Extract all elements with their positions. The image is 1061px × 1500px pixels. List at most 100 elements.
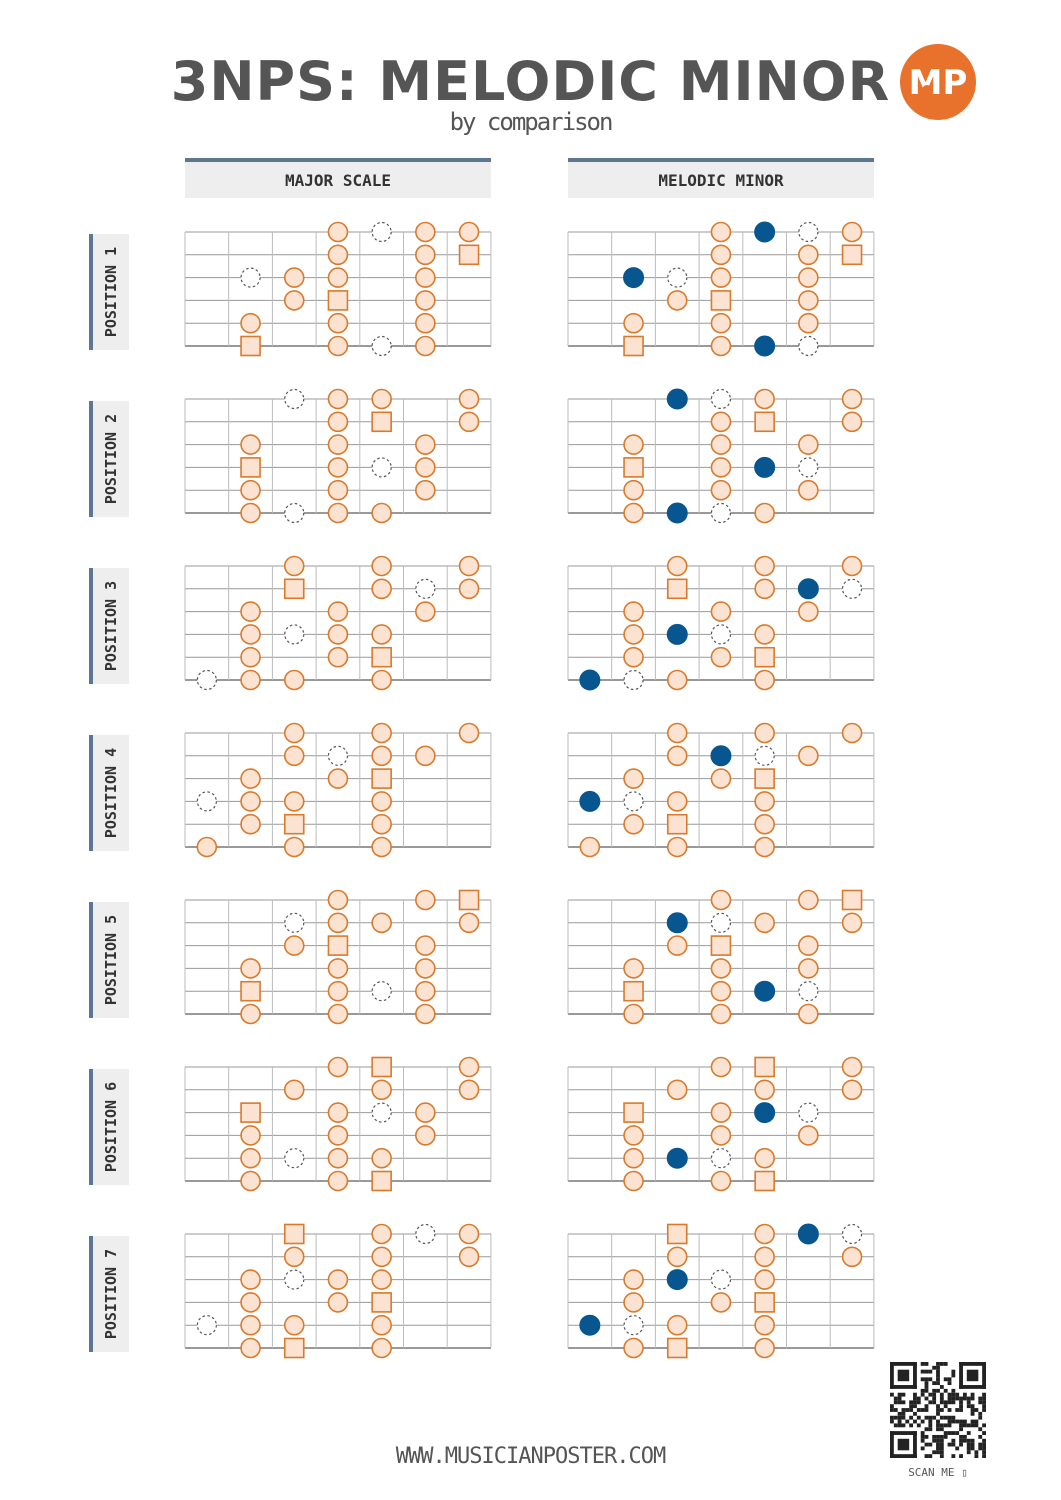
scale-note-marker: [327, 335, 349, 357]
omitted-note-marker: [196, 1315, 217, 1336]
scale-note-marker: [458, 912, 480, 934]
scale-note-marker: [754, 791, 775, 812]
scale-note-marker: [798, 1125, 819, 1146]
website-url[interactable]: WWW.MUSICIANPOSTER.COM: [395, 1444, 666, 1469]
scale-note-marker: [240, 1292, 261, 1313]
scale-note-marker: [327, 312, 349, 334]
guitar-icon: MP: [909, 63, 968, 103]
scale-note-marker: [240, 479, 261, 501]
logo-text: MP: [909, 63, 968, 103]
scale-note-marker: [371, 1079, 392, 1101]
scale-note-marker: [240, 624, 261, 645]
position-label: POSITION 2: [89, 401, 129, 517]
omitted-note-marker: [798, 457, 819, 478]
scale-note-marker: [415, 457, 436, 478]
scale-note-marker: [710, 434, 732, 455]
omitted-note-marker: [415, 1223, 436, 1245]
scale-note-marker: [240, 1125, 261, 1146]
scale-note-marker: [327, 768, 349, 789]
position-label: POSITION 6: [89, 1069, 129, 1185]
scale-note-marker: [283, 290, 305, 311]
scale-note-marker: [327, 434, 349, 455]
omitted-note-marker: [371, 1102, 392, 1123]
position-label-text: POSITION 5: [102, 914, 120, 1006]
scale-note-marker: [710, 1102, 732, 1123]
scale-note-marker: [283, 555, 305, 577]
scale-note-marker: [327, 1003, 349, 1025]
scale-note-marker: [371, 745, 392, 767]
scale-note-marker: [623, 1337, 644, 1359]
omitted-note-marker: [623, 669, 644, 691]
root-note-marker: [666, 813, 688, 835]
scale-note-marker: [666, 935, 688, 956]
altered-note-marker: [666, 388, 688, 410]
omitted-note-marker: [710, 502, 732, 524]
scale-note-marker: [458, 1246, 480, 1268]
scale-note-marker: [327, 479, 349, 501]
root-note-marker: [754, 1056, 775, 1078]
altered-note-marker: [666, 502, 688, 524]
scale-note-marker: [710, 980, 732, 1002]
scale-note-marker: [754, 578, 775, 600]
fretboard-major-scale: [184, 221, 492, 357]
scale-note-marker: [841, 1079, 863, 1101]
omitted-note-marker: [710, 624, 732, 645]
position-label: POSITION 3: [89, 568, 129, 684]
scale-note-marker: [666, 745, 688, 767]
scale-note-marker: [754, 555, 775, 577]
fretboard-melodic-minor: [567, 1056, 875, 1192]
scale-note-marker: [371, 578, 392, 600]
scale-note-marker: [623, 502, 644, 524]
root-note-marker: [623, 457, 644, 478]
scale-note-marker: [710, 411, 732, 433]
fretboard-melodic-minor: [567, 221, 875, 357]
scale-note-marker: [283, 1246, 305, 1268]
scale-note-marker: [798, 434, 819, 455]
scale-note-marker: [240, 1147, 261, 1169]
omitted-note-marker: [415, 578, 436, 599]
fretboard-melodic-minor: [567, 555, 875, 691]
scale-note-marker: [623, 768, 644, 789]
musicianposter-logo[interactable]: MP: [900, 44, 976, 120]
root-note-marker: [458, 244, 480, 266]
altered-note-marker: [754, 1102, 776, 1124]
root-note-marker: [623, 335, 644, 357]
scale-note-marker: [240, 601, 261, 622]
root-note-marker: [841, 244, 863, 266]
omitted-note-marker: [196, 791, 217, 812]
scale-note-marker: [458, 1223, 480, 1245]
scale-note-marker: [666, 1079, 688, 1101]
scale-note-marker: [623, 312, 644, 334]
root-note-marker: [458, 889, 480, 911]
scale-note-marker: [240, 1269, 261, 1290]
scale-note-marker: [415, 267, 436, 288]
altered-note-marker: [623, 267, 645, 289]
scale-note-marker: [415, 244, 436, 266]
scale-note-marker: [415, 601, 436, 622]
root-note-marker: [283, 1337, 305, 1359]
scale-note-marker: [710, 457, 732, 478]
scale-note-marker: [327, 624, 349, 645]
omitted-note-marker: [623, 1315, 644, 1336]
scale-note-marker: [371, 1337, 392, 1359]
root-note-marker: [240, 335, 261, 357]
scale-note-marker: [710, 1292, 732, 1313]
scale-note-marker: [283, 791, 305, 812]
scale-note-marker: [754, 1223, 775, 1245]
root-note-marker: [666, 578, 688, 600]
scale-note-marker: [327, 646, 349, 668]
scale-note-marker: [371, 836, 392, 858]
scale-note-marker: [710, 1003, 732, 1025]
fretboard-major-scale: [184, 722, 492, 858]
qr-code[interactable]: [890, 1362, 986, 1458]
root-note-marker: [754, 1170, 775, 1192]
scale-note-marker: [371, 624, 392, 645]
scale-note-marker: [371, 1246, 392, 1268]
scale-note-marker: [327, 601, 349, 622]
scale-note-marker: [327, 1125, 349, 1146]
scale-note-marker: [666, 555, 688, 577]
omitted-note-marker: [710, 1269, 732, 1290]
root-note-marker: [240, 980, 261, 1002]
scale-note-marker: [841, 555, 863, 577]
root-note-marker: [754, 646, 775, 668]
